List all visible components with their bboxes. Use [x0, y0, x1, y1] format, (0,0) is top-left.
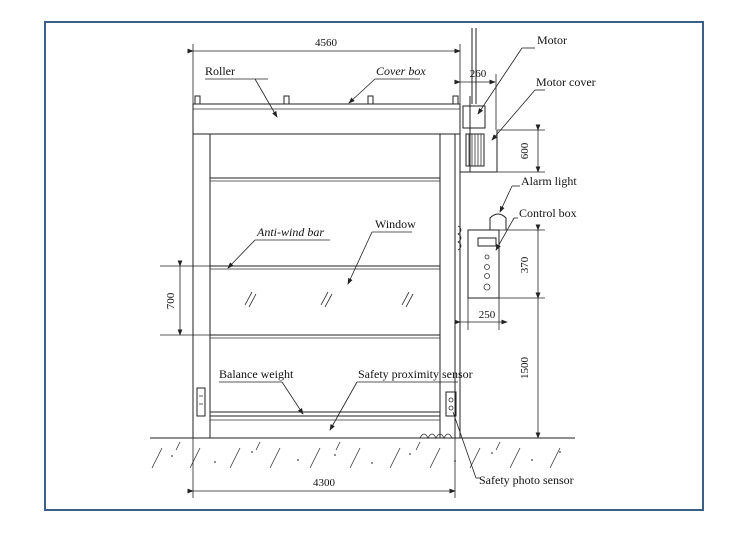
label-safety-proximity-sensor: Safety proximity sensor: [358, 367, 473, 381]
safety-photo-sensor-device: [445, 391, 457, 417]
dim-opening-width: 4300: [313, 477, 336, 489]
dim-control-box-height: 370: [519, 256, 531, 273]
side-post: [419, 178, 462, 439]
label-alarm-light: Alarm light: [521, 174, 577, 188]
label-anti-wind-bar: Anti-wind bar: [256, 225, 324, 239]
label-control-box: Control box: [519, 206, 577, 220]
label-window: Window: [375, 217, 416, 231]
dim-control-box-width: 250: [479, 309, 496, 321]
dim-window-height: 700: [165, 292, 177, 309]
dimension-lines: [160, 44, 545, 498]
label-balance-weight: Balance weight: [219, 367, 294, 381]
dim-motor-cover-height: 600: [519, 142, 531, 159]
window-marks: [244, 291, 414, 308]
leader-lines: [205, 47, 545, 479]
label-motor: Motor: [537, 33, 567, 47]
door-frame: [192, 95, 461, 438]
dim-overall-width: 4560: [315, 37, 338, 49]
curtain-bars: [210, 177, 440, 421]
control-box-device: [467, 213, 507, 299]
motor-assembly: [459, 28, 498, 178]
label-roller: Roller: [205, 64, 235, 78]
label-motor-cover: Motor cover: [536, 75, 596, 89]
dim-control-box-mount-height: 1500: [519, 357, 531, 380]
label-safety-photo-sensor: Safety photo sensor: [479, 473, 574, 487]
ground: [150, 437, 575, 469]
label-cover-box: Cover box: [376, 64, 426, 78]
dim-motor-offset: 260: [470, 68, 487, 80]
